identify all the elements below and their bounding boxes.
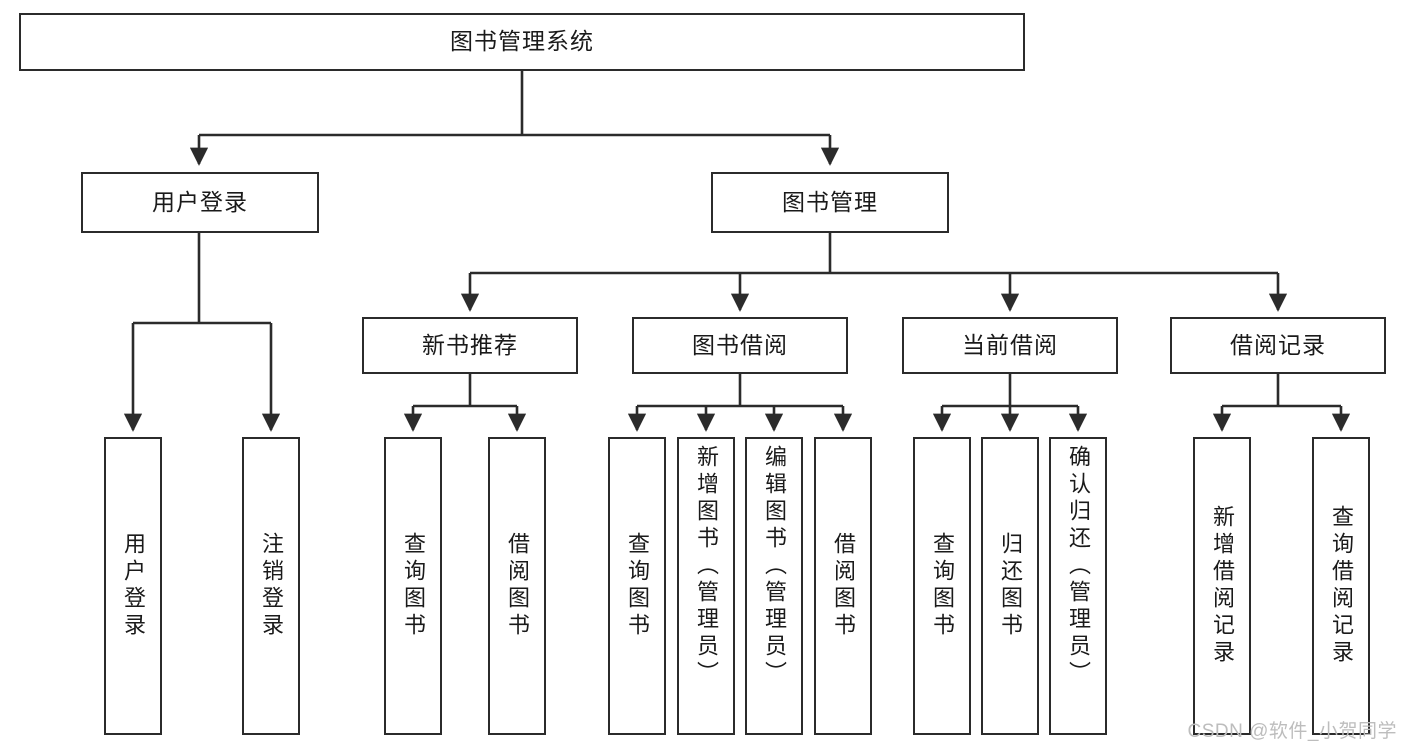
leaf-label: 新增图书（管理员）: [694, 445, 719, 688]
node-book-management-label: 图书管理: [782, 188, 878, 215]
leaf-user-login-login[interactable]: 用户登录: [104, 437, 162, 735]
node-book-borrow-label: 图书借阅: [692, 331, 788, 358]
node-user-login[interactable]: 用户登录: [81, 172, 319, 233]
node-new-book-recommend[interactable]: 新书推荐: [362, 317, 578, 374]
leaf-new-book-query[interactable]: 查询图书: [384, 437, 442, 735]
leaf-label: 查询图书: [625, 532, 650, 640]
leaf-label: 查询借阅记录: [1329, 505, 1354, 667]
csdn-watermark: CSDN @软件_小贺同学: [1187, 721, 1397, 742]
node-new-book-recommend-label: 新书推荐: [422, 331, 518, 358]
leaf-label: 用户登录: [121, 532, 146, 640]
leaf-user-login-logout[interactable]: 注销登录: [242, 437, 300, 735]
node-book-management[interactable]: 图书管理: [711, 172, 949, 233]
leaf-label: 编辑图书（管理员）: [762, 445, 787, 688]
leaf-label: 注销登录: [259, 532, 284, 640]
node-borrow-record[interactable]: 借阅记录: [1170, 317, 1386, 374]
leaf-label: 借阅图书: [831, 532, 856, 640]
leaf-label: 查询图书: [401, 532, 426, 640]
leaf-book-borrow-add[interactable]: 新增图书（管理员）: [677, 437, 735, 735]
leaf-label: 查询图书: [930, 532, 955, 640]
leaf-book-borrow-borrow[interactable]: 借阅图书: [814, 437, 872, 735]
leaf-book-borrow-edit[interactable]: 编辑图书（管理员）: [745, 437, 803, 735]
leaf-new-book-borrow[interactable]: 借阅图书: [488, 437, 546, 735]
leaf-current-borrow-return[interactable]: 归还图书: [981, 437, 1039, 735]
node-current-borrow-label: 当前借阅: [962, 331, 1058, 358]
node-user-login-label: 用户登录: [152, 188, 248, 215]
node-root[interactable]: 图书管理系统: [19, 13, 1025, 71]
leaf-label: 确认归还（管理员）: [1066, 445, 1091, 688]
node-root-label: 图书管理系统: [450, 28, 594, 55]
leaf-label: 新增借阅记录: [1210, 505, 1235, 667]
leaf-label: 归还图书: [998, 532, 1023, 640]
node-borrow-record-label: 借阅记录: [1230, 331, 1326, 358]
node-book-borrow[interactable]: 图书借阅: [632, 317, 848, 374]
leaf-current-borrow-query[interactable]: 查询图书: [913, 437, 971, 735]
leaf-current-borrow-confirm[interactable]: 确认归还（管理员）: [1049, 437, 1107, 735]
node-current-borrow[interactable]: 当前借阅: [902, 317, 1118, 374]
leaf-book-borrow-query[interactable]: 查询图书: [608, 437, 666, 735]
leaf-borrow-record-query[interactable]: 查询借阅记录: [1312, 437, 1370, 735]
leaf-borrow-record-add[interactable]: 新增借阅记录: [1193, 437, 1251, 735]
leaf-label: 借阅图书: [505, 532, 530, 640]
